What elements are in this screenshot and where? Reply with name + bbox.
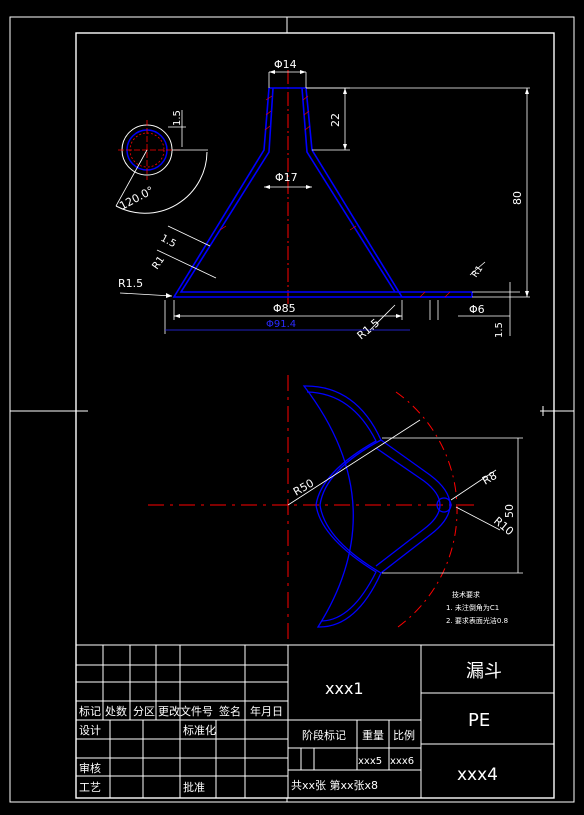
tb-design: 设计	[79, 724, 101, 737]
leader-r1-right	[469, 261, 486, 276]
angle-arc	[115, 151, 208, 214]
title-block-text: 标记 处数 分区 更改文件号 签名 年月日 设计 标准化 审核 工艺 批准 阶段…	[79, 661, 502, 794]
tb-sheets: 共xx张 第xx张x8	[291, 778, 378, 792]
dim-h22: 22	[329, 113, 342, 127]
funnel-inner-left	[179, 87, 395, 293]
leader-r15-right	[369, 304, 396, 331]
tb-scale-value: xxx6	[390, 756, 414, 767]
notes-title: 技术要求	[452, 590, 480, 599]
leader-r1	[156, 249, 217, 279]
dim-r8: R8	[480, 469, 499, 488]
dim-t15-top: 1.5	[172, 110, 183, 126]
dim-t15-right: 1.5	[494, 322, 505, 338]
tb-code: xxx4	[457, 765, 498, 785]
plan-wing-inner	[306, 391, 377, 622]
tb-scale: 比例	[393, 728, 415, 742]
dimension-lines	[119, 71, 530, 336]
title-block	[75, 644, 555, 799]
tb-count: 处数	[105, 705, 127, 718]
plan-hole	[436, 497, 452, 513]
dim-r10-line	[455, 506, 501, 531]
tb-approve: 批准	[183, 780, 205, 794]
plan-spout-outer	[380, 439, 451, 574]
tb-check: 审核	[79, 761, 101, 775]
title-block-frame	[75, 644, 555, 799]
dim-d14: Φ14	[274, 58, 297, 71]
tb-zone: 分区	[133, 705, 155, 718]
dim-d17: Φ17	[275, 171, 298, 184]
notes-line-1: 1. 未注倒角为C1	[446, 603, 499, 612]
dim-d6: Φ6	[469, 303, 485, 316]
dim-r15-left: R1.5	[118, 277, 143, 290]
dim-h80: 80	[511, 191, 524, 205]
dim-r50-line	[287, 419, 421, 506]
dimension-arrows	[166, 70, 529, 318]
dim-r8-line	[450, 469, 497, 501]
funnel-inner-right	[301, 87, 396, 293]
leader-r15-left	[119, 292, 173, 297]
plan-outline	[302, 385, 452, 628]
tb-doc: 更改文件号	[158, 704, 213, 718]
outer-border	[9, 16, 575, 803]
technical-notes: 技术要求 1. 未注倒角为C1 2. 要求表面光洁0.8	[446, 590, 508, 625]
tb-weight: 重量	[362, 728, 384, 742]
plan-wing	[302, 385, 382, 628]
plan-arc-centerline	[395, 391, 458, 628]
tb-material: PE	[468, 710, 490, 731]
dim-50: 50	[503, 504, 516, 518]
detail-circle	[115, 110, 208, 214]
plan-spout-inner	[375, 447, 441, 567]
tb-stage: 阶段标记	[302, 728, 346, 742]
dim-d914: Φ91.4	[266, 319, 296, 330]
tb-date: 年月日	[250, 704, 283, 718]
tb-process: 工艺	[79, 781, 101, 794]
tb-standard: 标准化	[183, 723, 216, 737]
tb-sign: 签名	[219, 704, 241, 718]
dim-d85: Φ85	[273, 302, 296, 315]
angle-leg	[115, 149, 148, 207]
tb-drawing-no: xxx1	[325, 679, 364, 698]
section-hatch	[219, 95, 451, 298]
tb-part-name: 漏斗	[466, 661, 502, 682]
leader-t15-side	[167, 225, 211, 247]
plan-dimensions	[287, 419, 523, 574]
tb-mark: 标记	[79, 704, 101, 718]
notes-line-2: 2. 要求表面光洁0.8	[446, 616, 508, 625]
tb-weight-value: xxx5	[358, 756, 382, 767]
